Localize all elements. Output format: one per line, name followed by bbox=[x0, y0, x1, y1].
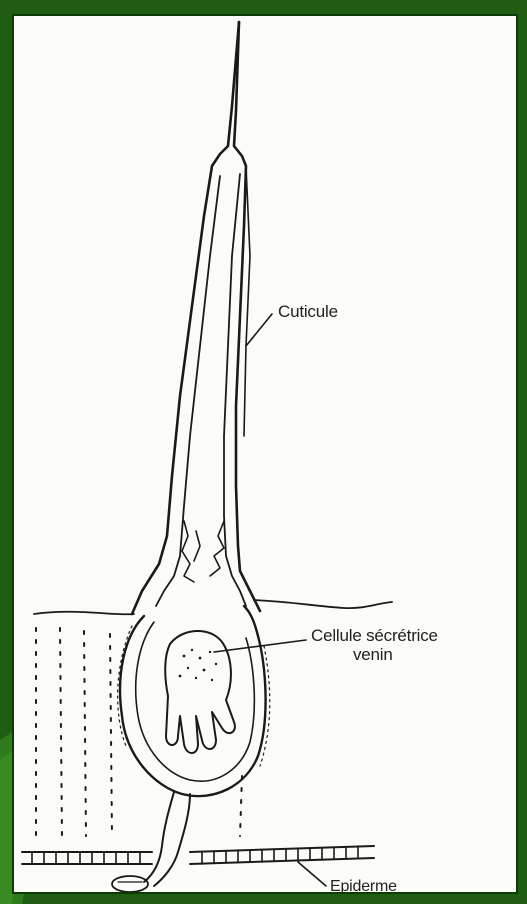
epidermis-leader bbox=[298, 862, 326, 886]
stinging-hair-diagram bbox=[14, 16, 518, 894]
cuticle-label: Cuticule bbox=[278, 302, 338, 321]
epidermis-band bbox=[22, 846, 374, 864]
leader-lines bbox=[214, 314, 326, 886]
bulb bbox=[118, 606, 270, 796]
hair-shaft bbox=[132, 22, 260, 614]
diagram-panel: Cuticule Cellule sécrétrice venin Epider… bbox=[12, 14, 518, 894]
basal-cell bbox=[112, 876, 148, 892]
secretory-cell bbox=[165, 631, 235, 753]
secretory-cell-label-line1: Cellule sécrétrice bbox=[311, 626, 438, 645]
canal-contents bbox=[182, 521, 224, 582]
cell-granules bbox=[179, 649, 218, 681]
cuticle-leader bbox=[246, 314, 272, 346]
epidermis-label: Epiderme bbox=[330, 877, 397, 894]
secretory-cell-label: Cellule sécrétrice venin bbox=[311, 626, 438, 664]
secretory-cell-label-line2: venin bbox=[311, 645, 438, 664]
stalk bbox=[144, 792, 190, 886]
skin-surface bbox=[34, 612, 134, 615]
